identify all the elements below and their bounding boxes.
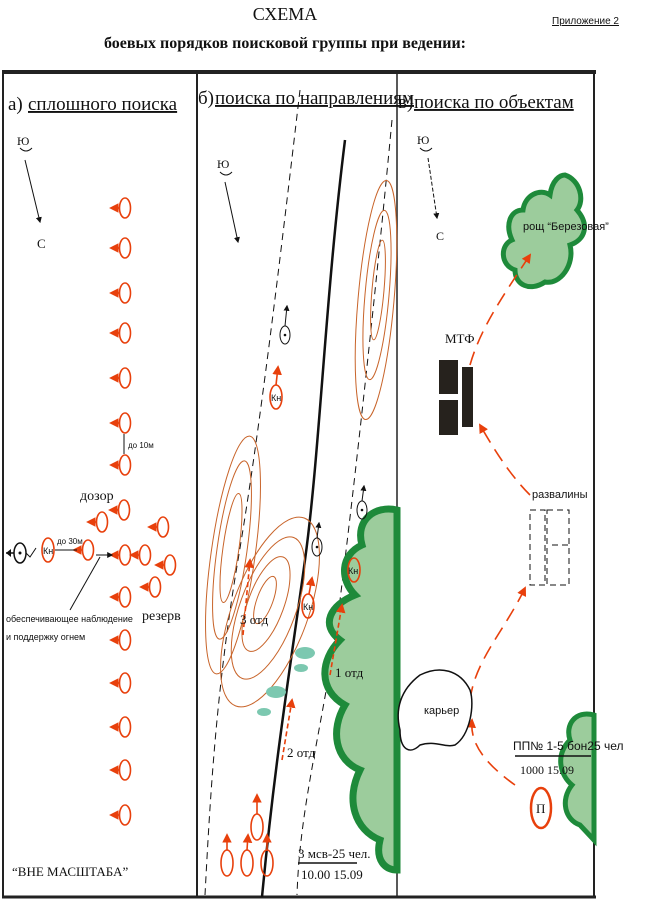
post-marker-label: П xyxy=(536,801,545,816)
commander-label-1: Кн xyxy=(271,393,281,403)
squad-2-label: 2 отд xyxy=(287,745,316,760)
panel-b: Ю xyxy=(204,89,401,898)
ponds xyxy=(257,647,315,716)
squad-1-label: 1 отд xyxy=(335,665,364,680)
compass-north-label: С xyxy=(37,236,46,251)
soldier-marker xyxy=(118,454,132,476)
grove-label: рощ “Березовая” xyxy=(523,221,609,233)
note-line-2: и поддержку огнем xyxy=(6,632,85,642)
distance-10-label: до 10м xyxy=(128,441,154,450)
compass-south-label: Ю xyxy=(17,134,29,148)
soldier-marker xyxy=(118,367,132,389)
soldier-marker xyxy=(118,716,132,738)
reserve-label: резерв xyxy=(142,609,181,624)
commander-label: Кн xyxy=(43,546,53,556)
panel-a-prefix: а) xyxy=(8,94,23,115)
forest-area xyxy=(321,505,401,874)
panel-b-heading: поиска по направлениям xyxy=(215,88,414,109)
reserve-group xyxy=(220,793,274,877)
soldier-marker xyxy=(118,672,132,694)
compass-arrow-icon xyxy=(224,181,240,244)
appendix-label: Приложение 2 xyxy=(552,16,619,27)
squad-3-label: 3 отд xyxy=(240,612,269,627)
quarry-area xyxy=(397,669,473,751)
search-route xyxy=(466,253,532,786)
soldier-marker xyxy=(118,804,132,826)
time-label-c: 1000 15.09 xyxy=(520,763,574,777)
terrain-contours xyxy=(205,179,398,708)
soldier-marker xyxy=(118,412,132,434)
diagram-subtitle: боевых порядков поисковой группы при вед… xyxy=(104,35,466,52)
patrol-label: дозор xyxy=(80,489,114,504)
panel-a-heading: сплошного поиска xyxy=(28,94,178,115)
commander-label-2: Кн xyxy=(303,602,313,612)
soldier-marker xyxy=(118,759,132,781)
compass-north-label-c: С xyxy=(436,229,444,243)
forest-area-c xyxy=(558,711,597,847)
panel-c-prefix: в) xyxy=(398,92,413,113)
ruins-icon xyxy=(529,509,570,586)
soldier-marker xyxy=(163,554,177,576)
diagram-title: СХЕМА xyxy=(253,4,318,24)
soldier-marker xyxy=(118,197,132,219)
scale-note: “ВНЕ МАСШТАБА” xyxy=(12,864,128,879)
panel-b-prefix: б) xyxy=(198,88,214,109)
compass-icon xyxy=(19,147,33,152)
soldier-marker xyxy=(156,516,170,538)
time-label-b: 10.00 15.09 xyxy=(301,867,363,882)
soldier-marker xyxy=(117,499,131,521)
farm-buildings xyxy=(439,360,473,435)
quarry-label: карьер xyxy=(424,705,459,717)
route-road xyxy=(260,139,347,898)
panel-c: Ю С рощ “Березовая” МТФ развалины карьер… xyxy=(397,133,624,847)
compass-arrow-icon xyxy=(427,157,440,220)
soldier-marker xyxy=(118,237,132,259)
soldier-marker xyxy=(118,629,132,651)
post-marker xyxy=(529,786,553,830)
soldier-marker xyxy=(81,539,95,561)
compass-south-label-c: Ю xyxy=(417,133,429,147)
compass-arrow-icon xyxy=(24,159,42,224)
commander-label-3: Кн xyxy=(348,566,358,576)
note-line-1: обеспечивающее наблюдение xyxy=(6,614,133,624)
force-label: 3 мсв-25 чел. xyxy=(298,846,371,861)
soldier-marker xyxy=(148,576,162,598)
distance-30-label: до 30м xyxy=(57,537,83,546)
soldier-marker xyxy=(138,544,152,566)
frame xyxy=(2,70,596,899)
commander-oval xyxy=(41,537,55,563)
observer-icon xyxy=(279,304,368,557)
soldier-marker xyxy=(118,322,132,344)
route-boundary-left xyxy=(204,89,301,896)
panel-c-heading: поиска по объектам xyxy=(414,92,574,113)
soldier-marker xyxy=(118,586,132,608)
soldier-marker xyxy=(118,544,132,566)
compass-south-label-b: Ю xyxy=(217,157,229,171)
ruins-label: развалины xyxy=(532,489,588,501)
observer-icon xyxy=(6,542,37,564)
farm-label: МТФ xyxy=(445,331,475,346)
soldier-marker xyxy=(95,511,109,533)
panel-a: Ю С до 10м дозор резерв до 30м Кн обеспе… xyxy=(6,134,181,879)
post-label: ПП№ 1-5 бон25 чел xyxy=(513,739,624,753)
soldier-marker xyxy=(118,282,132,304)
